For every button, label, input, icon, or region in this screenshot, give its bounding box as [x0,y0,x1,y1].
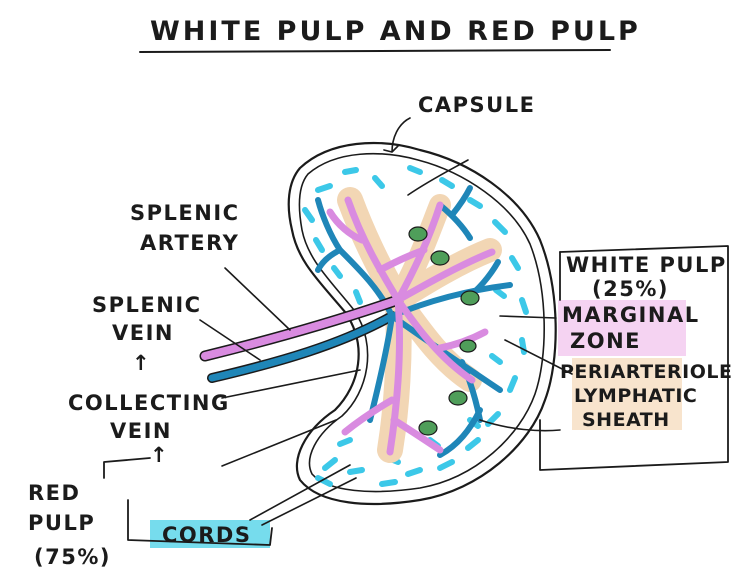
spleen-capsule-inner [298,152,546,493]
white-pulp-bracket [539,245,729,471]
red-pulp-bracket [103,457,273,546]
title-underline [139,49,611,53]
label-marginal-zone-2: ZONE [570,329,641,353]
label-cords: CORDS [162,523,252,547]
artery-branches [326,196,496,456]
arrow-up-2: ↑ [150,443,169,467]
label-splenic-artery-2: ARTERY [140,231,239,255]
splenic-vein [207,311,397,383]
label-capsule: CAPSULE [418,93,535,117]
arrow-up-1: ↑ [132,351,151,375]
white-pulp-follicles [408,226,480,436]
label-white-pulp-1: WHITE PULP [566,253,727,277]
label-pals-3: SHEATH [582,409,670,431]
marginal-zone-highlight [558,300,686,356]
label-pals-1: PERIARTERIOLE [560,361,732,383]
pals-highlight [572,358,682,430]
leader-lines [199,117,573,526]
label-pals-2: LYMPHATIC [574,385,697,407]
diagram-title: WHITE PULP AND RED PULP [150,16,641,47]
label-splenic-vein-1: SPLENIC [92,293,202,317]
label-red-pulp-1: RED [28,481,80,505]
label-splenic-artery-1: SPLENIC [130,201,240,225]
spleen-capsule-outer [287,142,557,506]
splenic-artery [199,294,404,362]
label-red-pulp-2: PULP [28,511,95,535]
label-splenic-vein-2: VEIN [112,321,174,345]
label-white-pulp-2: (25%) [592,277,669,301]
label-collecting-vein-2: VEIN [110,419,172,443]
label-red-pulp-3: (75%) [34,545,111,569]
label-collecting-vein-1: COLLECTING [68,391,230,415]
label-marginal-zone-1: MARGINAL [562,303,700,327]
